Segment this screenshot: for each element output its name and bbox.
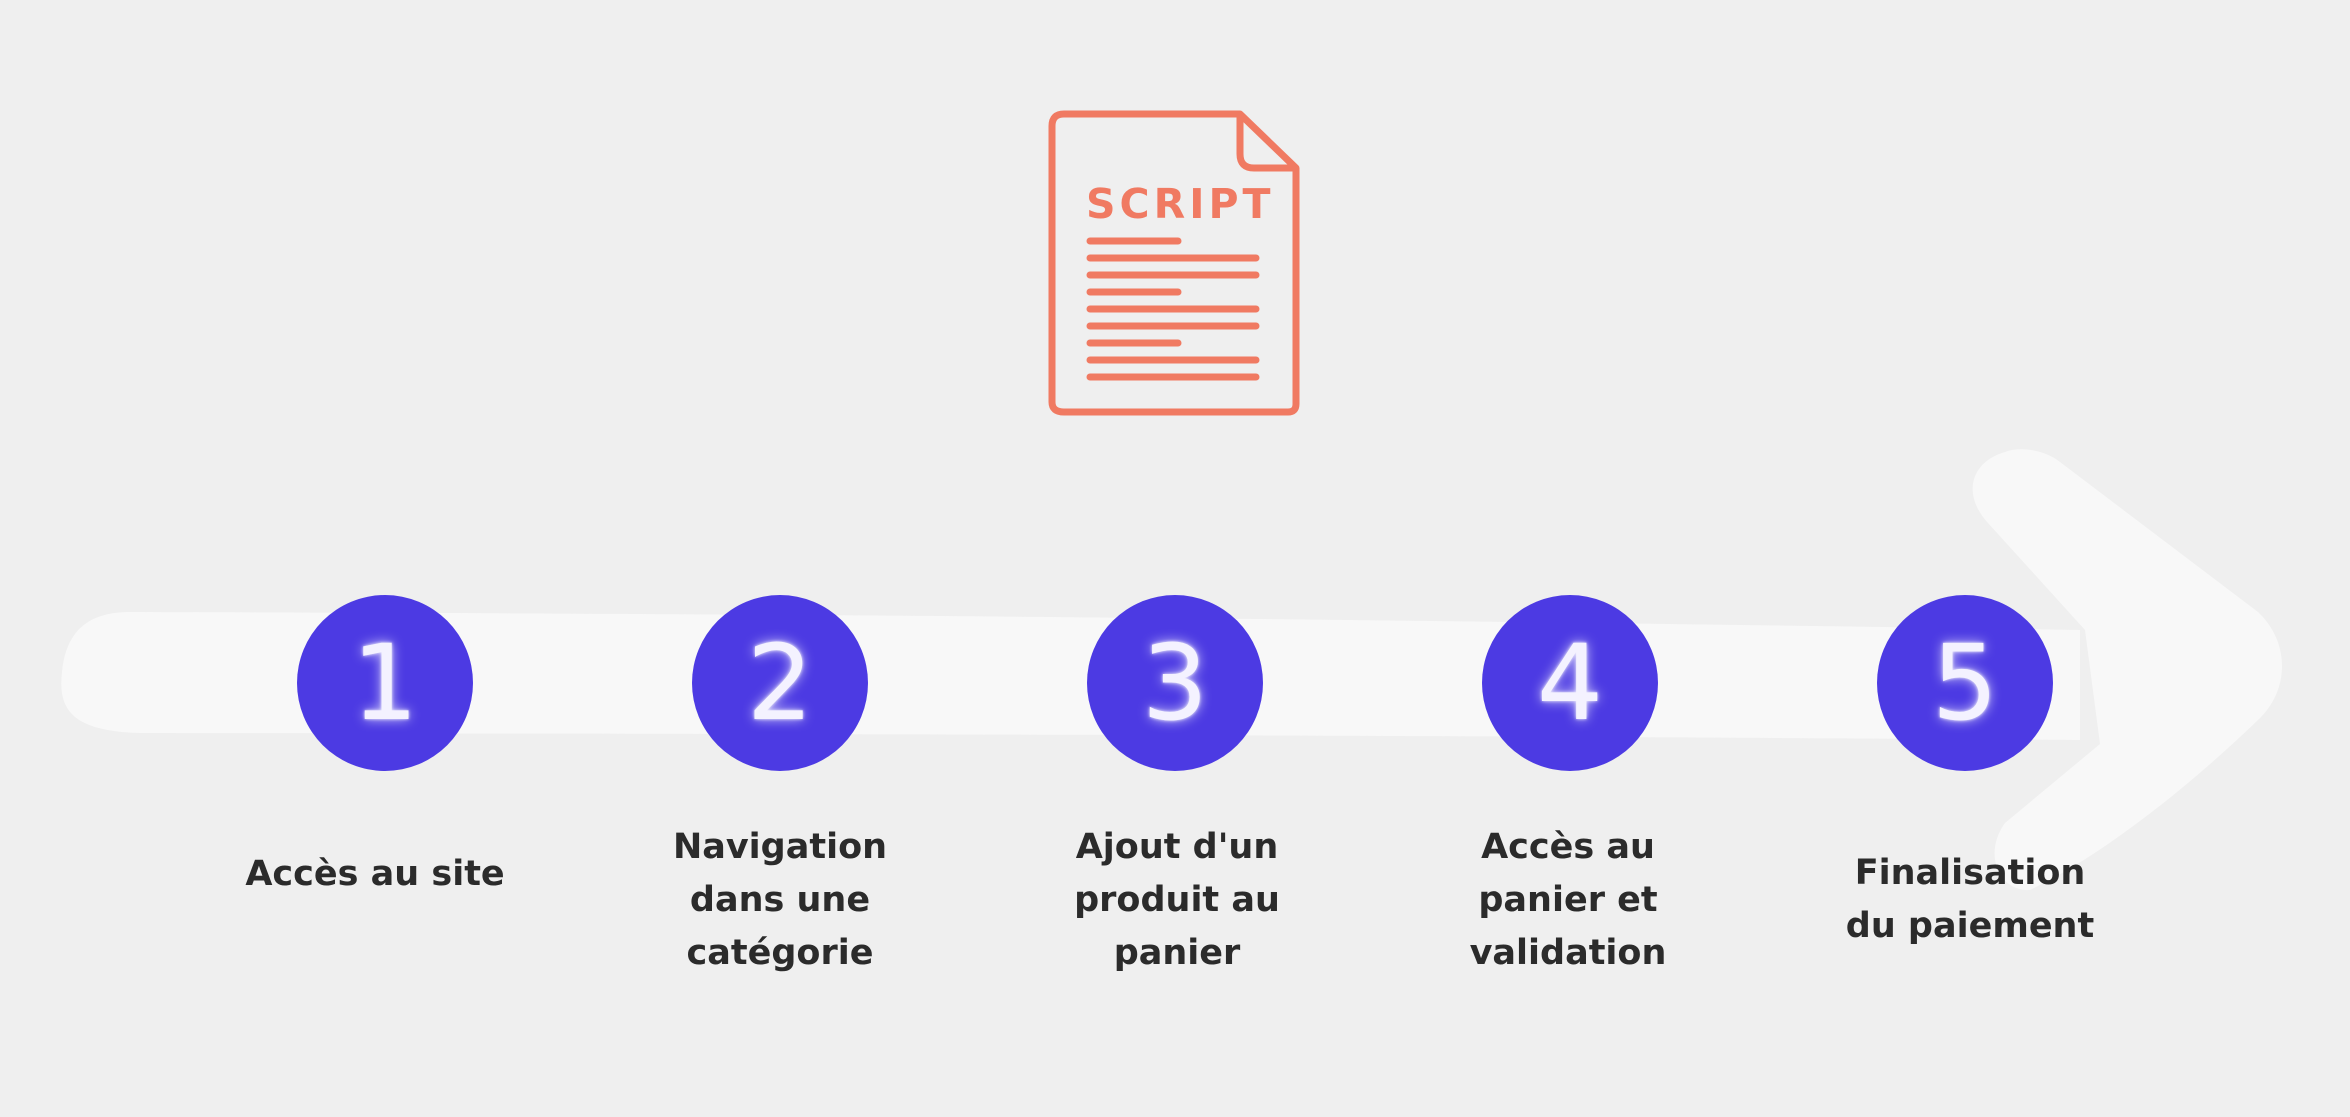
step-3-label: Ajout d'un produit au panier <box>1074 827 1280 973</box>
script-document-icon: SCRIPT <box>1048 110 1300 416</box>
step-5-number: 5 <box>1931 622 1999 744</box>
document-fold <box>1236 114 1296 172</box>
step-4-number: 4 <box>1536 622 1604 744</box>
step-2-label: Navigation dans une catégorie <box>672 827 888 973</box>
document-outline <box>1048 110 1300 416</box>
step-1-circle: 1 <box>297 595 473 771</box>
step-2-circle: 2 <box>692 595 868 771</box>
step-4-circle: 4 <box>1482 595 1658 771</box>
document-text-lines <box>1086 237 1260 381</box>
step-4-label: Accès au panier et validation <box>1469 827 1667 973</box>
step-1-label: Accès au site <box>245 854 505 894</box>
step-5-circle: 5 <box>1877 595 2053 771</box>
arrow-head <box>1972 449 2282 891</box>
step-1-number: 1 <box>351 622 419 744</box>
script-label: SCRIPT <box>1086 180 1274 228</box>
step-5-label: Finalisation du paiement <box>1845 853 2095 946</box>
step-3-number: 3 <box>1141 622 1209 744</box>
step-3-circle: 3 <box>1087 595 1263 771</box>
step-2-number: 2 <box>746 622 814 744</box>
